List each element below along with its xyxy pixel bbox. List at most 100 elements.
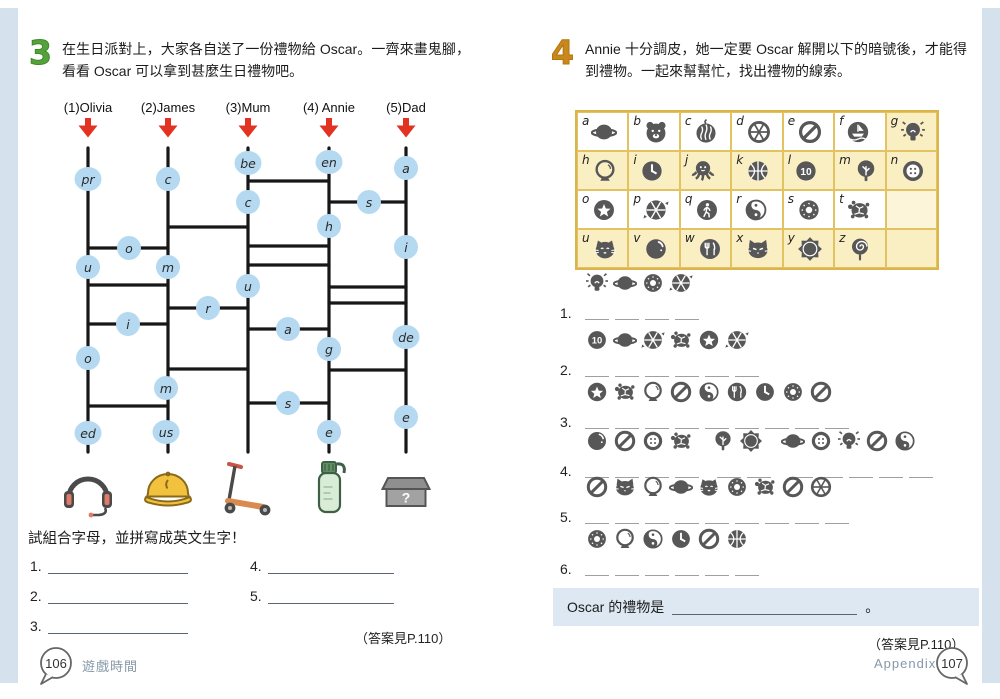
sequence-symbols [585,271,711,295]
basketball-icon [748,160,768,181]
down-arrow-icon [318,118,340,143]
turtle-icon [754,478,775,495]
answer-write-blank [267,590,394,604]
answer-write-blank [47,590,188,604]
cutlery-icon [727,382,747,402]
lollipop-icon [852,238,869,260]
player-name: (1)Olivia [63,100,113,115]
decode-blank [765,511,789,524]
decode-blank [825,416,849,429]
button-icon [643,431,663,451]
decode-blank [705,416,729,429]
sequence-symbols [585,527,767,551]
orange-icon [810,476,832,498]
cipher-cell-f: f [834,112,886,151]
answer-write-blank [47,620,188,634]
cipher-cell-u: u [577,229,629,268]
cipher-sequence-3: 3. [555,380,985,432]
crystal-ball-icon [644,476,662,496]
walker-icon [697,199,718,220]
cipher-letter: q [684,192,693,206]
pinwheel-icon [725,331,749,349]
cipher-letter: j [684,153,689,167]
svg-text:?: ? [402,490,411,506]
ladder-letter: m [156,255,180,279]
ladder-letter: h [317,214,341,238]
svg-text:10: 10 [800,166,812,177]
blank-group [585,416,855,429]
cipher-cell-i: i [628,151,680,190]
cipher-cell-o: o [577,190,629,229]
star-icon [587,382,607,402]
cipher-sequence-5: 5. [555,475,985,527]
cipher-cell-q: q [679,190,732,229]
clock-icon [642,160,662,181]
cipher-letter: w [684,231,695,245]
planet-icon [781,434,805,448]
cat-icon [747,239,770,258]
clock-icon [756,383,774,401]
basketball-icon [728,530,746,548]
cipher-cell-h: h [577,151,629,190]
pinwheel-icon [641,331,665,349]
lightbulb-icon [838,431,860,449]
exercise4-instruction: Annie 十分調皮，她一定要 Oscar 解開以下的暗號後，才能得到禮物。一起… [585,41,967,79]
decode-blank [705,364,729,377]
no-entry-icon [698,528,720,550]
gift-sentence-prefix: Oscar 的禮物是 [567,599,665,615]
decode-blank [615,307,639,320]
ladder-letter: de [392,325,420,349]
ten-icon: 10 [796,160,816,181]
decode-blank [585,563,609,576]
cipher-letter: z [839,231,846,245]
decode-blank [735,511,759,524]
cipher-letter: m [839,153,851,167]
cipher-letter: d [736,114,744,128]
down-arrow-icon [157,118,179,143]
cipher-letter: o [582,192,590,206]
symbol-group [585,429,697,453]
footer-section-label: 遊戲時間 [82,659,139,674]
cipher-letter: s [787,192,794,206]
symbol-group [711,429,767,453]
sequence-blanks [585,511,867,524]
ladder-letter: e [394,405,418,429]
lightbulb-icon [901,120,926,140]
sequence-symbols: 10 [585,328,767,352]
cipher-letter: x [736,231,744,245]
no-entry-icon [810,381,832,403]
gift-mystery-box-icon: ? [376,457,436,524]
cipher-letter: c [684,114,692,128]
pinwheel-icon [643,199,669,220]
yin-yang-icon [699,382,719,402]
page-edge-left [0,8,18,683]
ladder-letter: o [117,236,141,260]
cipher-letter: r [736,192,742,206]
cipher-letter: a [582,114,590,128]
sequence-number: 4. [560,463,572,479]
sphere-icon [588,432,606,450]
ladder-letter: g [317,337,341,361]
star-icon [699,330,719,350]
cipher-letter: u [582,231,590,245]
cipher-cell-empty [885,190,937,229]
sequence-blanks [585,307,717,320]
tree-icon [715,431,731,451]
cipher-sequence-1: 1. [555,271,985,323]
sequence-number: 3. [560,414,572,430]
ladder-letter: r [196,296,220,320]
exercise3-instruction: 在生日派對上，大家各自送了一份禮物給 Oscar。一齊來畫鬼腳，看看 Oscar… [62,41,470,79]
ladder-letter: a [394,156,418,180]
yin-yang-icon [895,431,915,451]
sequence-symbols [585,475,851,499]
ladder-letter: e [317,420,341,444]
blank-group [789,465,939,478]
cipher-cell-d: d [731,112,783,151]
decode-blank [645,511,669,524]
sequence-number: 1. [560,305,572,321]
ladder-letter: us [152,420,180,444]
svg-text:107: 107 [941,656,963,671]
ladder-letter: s [357,190,381,214]
gift-bottle-icon [299,457,359,524]
cipher-letter: y [787,231,795,245]
